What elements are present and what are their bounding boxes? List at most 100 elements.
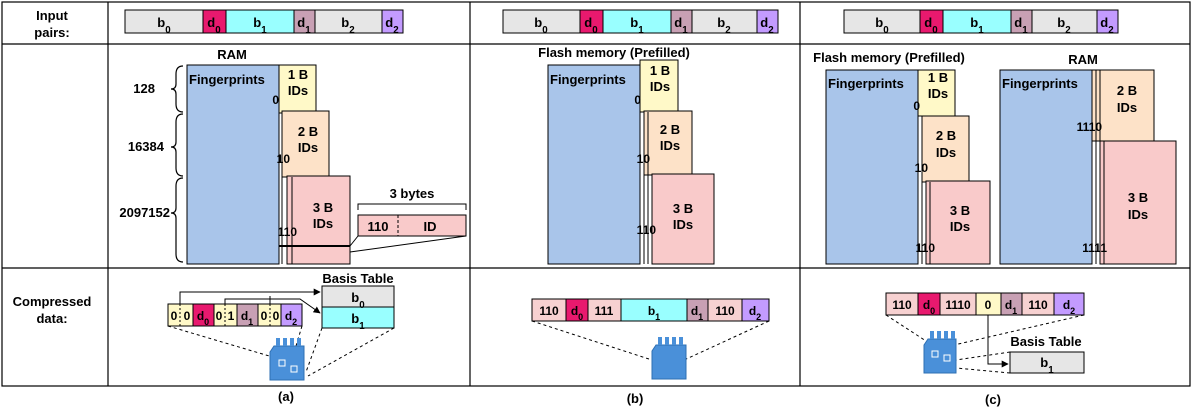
- panel-c-3b-label-1: 3 B: [950, 203, 970, 218]
- code-a-1: 0: [184, 309, 191, 323]
- code-a-0: 0: [171, 309, 178, 323]
- code-b-2: 111: [595, 304, 614, 318]
- basis-table-c-title: Basis Table: [1010, 334, 1081, 349]
- code-c-0: 110: [892, 298, 912, 312]
- panel-b-title: Flash memory (Prefilled): [538, 45, 690, 60]
- panel-a-prefix-0: 0: [272, 93, 279, 107]
- code-c-2: 1110: [945, 298, 971, 312]
- input-strip-c: b0 d0 b1 d1 b2 d2: [843, 9, 1119, 36]
- panel-c-1b-label-1: 1 B: [928, 70, 948, 85]
- size-16384: 16384: [128, 139, 165, 154]
- sd-card-icon: [651, 337, 687, 380]
- code-a-4: 1: [228, 309, 235, 323]
- code-a-3: 0: [216, 309, 223, 323]
- panel-a-2b-label-1: 2 B: [298, 124, 318, 139]
- panel-c-ram-2b-block: [1091, 69, 1155, 142]
- panel-a-3b-block: [286, 175, 351, 265]
- panel-b-memory: Flash memory (Prefilled) Fingerprints 1 …: [538, 45, 715, 265]
- panel-c-compressed: 110 d0 1110 0 d1 110 d2 Basis Table b1: [885, 292, 1085, 376]
- brace-128: [170, 65, 184, 113]
- panel-a-prefix-10: 10: [277, 152, 291, 166]
- panel-c-ram-prefix-1111: 1111: [1082, 241, 1107, 255]
- panel-b-prefix-0: 0: [634, 93, 641, 107]
- panel-b-fingerprints-label: Fingerprints: [550, 72, 626, 87]
- panel-a-1b-label-2: IDs: [288, 83, 308, 98]
- panel-c-ram-3b-label-1: 3 B: [1128, 190, 1148, 205]
- panel-b-compressed: 110 d0 111 b1 d1 110 d2: [531, 298, 770, 380]
- panel-c-fingerprints-label: Fingerprints: [828, 76, 904, 91]
- panel-c-ram-2b-label-1: 2 B: [1117, 83, 1137, 98]
- panel-a-fingerprints-block: [186, 64, 280, 265]
- basis-table-a-row-1: [321, 306, 395, 329]
- panel-a-prefix-110: 110: [278, 225, 298, 239]
- panel-b-3b-block: [651, 173, 715, 265]
- panel-c-flash-title: Flash memory (Prefilled): [813, 50, 965, 65]
- input-strip-b: b0 d0 b1 d1 b2 d2: [502, 9, 779, 36]
- panel-b-prefix-10: 10: [637, 152, 651, 166]
- grid-frame: [1, 1, 1191, 387]
- panel-c-ram-fingerprints-label: Fingerprints: [1002, 76, 1078, 91]
- panel-a-fingerprints-label: Fingerprints: [189, 72, 265, 87]
- panel-c-ram-3b-label-2: IDs: [1128, 207, 1148, 222]
- panel-c-fingerprints-block: [825, 69, 919, 265]
- panel-c-ram-prefix-1110: 1110: [1077, 120, 1103, 134]
- panel-c-prefix-0: 0: [913, 99, 920, 113]
- panel-a-2b-block: [281, 110, 330, 178]
- panel-b-1b-label-2: IDs: [650, 79, 670, 94]
- panel-c-ram: RAM Fingerprints 2 B IDs 3 B IDs 1110 11…: [999, 52, 1177, 265]
- caption-c: (c): [985, 392, 1001, 407]
- caption-a: (a): [278, 389, 294, 404]
- panel-a-compressed: 0 0 d0 0 1 d1 0 0 d2 Basis Table b0 b1: [167, 271, 395, 381]
- brace-2097152: [170, 177, 184, 263]
- panel-c-1b-block: [917, 69, 956, 117]
- row-label-input-1: Input: [36, 8, 68, 23]
- input-strip-a: b0 d0 b1 d1 b2 d2: [124, 9, 404, 36]
- row-label-compressed-2: data:: [36, 311, 67, 326]
- size-2097152: 2097152: [119, 205, 170, 220]
- panel-c-ram-2b-label-2: IDs: [1117, 100, 1137, 115]
- panel-a-title: RAM: [217, 47, 247, 62]
- caption-b: (b): [627, 391, 644, 406]
- row-label-input-2: pairs:: [34, 25, 69, 40]
- panel-b-2b-label-1: 2 B: [660, 122, 680, 137]
- id-entry-prefix: 110: [368, 219, 389, 234]
- code-c-3: 0: [985, 298, 992, 312]
- panel-a-3b-label-1: 3 B: [313, 200, 333, 215]
- id-entry: [357, 214, 467, 237]
- three-bytes-bracket: [357, 203, 467, 210]
- panel-b-3b-label-1: 3 B: [673, 201, 693, 216]
- panel-c-flash-memory: Flash memory (Prefilled) Fingerprints 1 …: [813, 50, 991, 265]
- brace-16384: [170, 113, 184, 177]
- sd-card-icon: [269, 338, 305, 381]
- code-b-5: 110: [715, 304, 735, 318]
- panel-c-2b-label-2: IDs: [936, 145, 956, 160]
- panel-c-ram-fingerprints-block: [999, 69, 1093, 265]
- size-128: 128: [133, 81, 155, 96]
- basis-table-a-title: Basis Table: [322, 271, 393, 286]
- panel-b-1b-label-1: 1 B: [650, 63, 670, 78]
- panel-b-2b-block: [643, 110, 693, 176]
- panel-c-ram-title: RAM: [1068, 52, 1098, 67]
- id-entry-id: ID: [424, 219, 437, 234]
- code-a-7: 0: [273, 309, 280, 323]
- panel-b-3b-label-2: IDs: [673, 217, 693, 232]
- panel-b-prefix-110: 110: [637, 223, 657, 237]
- code-a-6: 0: [261, 309, 268, 323]
- panel-c-prefix-110: 110: [916, 241, 936, 255]
- three-bytes-label: 3 bytes: [390, 186, 435, 201]
- panel-b-fingerprints-block: [547, 64, 641, 265]
- panel-c-1b-label-2: IDs: [928, 86, 948, 101]
- panel-b-2b-label-2: IDs: [660, 138, 680, 153]
- panel-a-3b-label-2: IDs: [313, 216, 333, 231]
- panel-a-1b-label-1: 1 B: [288, 67, 308, 82]
- code-b-0: 110: [539, 304, 559, 318]
- basis-table-c-row-0: [1009, 351, 1085, 374]
- panel-a-memory: RAM Fingerprints 1 B IDs 2 B IDs 3 B IDs…: [119, 47, 467, 265]
- row-label-compressed-1: Compressed: [13, 294, 92, 309]
- code-c-5: 110: [1028, 298, 1048, 312]
- panel-c-3b-block: [925, 180, 991, 265]
- panel-a-2b-label-2: IDs: [298, 140, 318, 155]
- panel-c-2b-label-1: 2 B: [936, 128, 956, 143]
